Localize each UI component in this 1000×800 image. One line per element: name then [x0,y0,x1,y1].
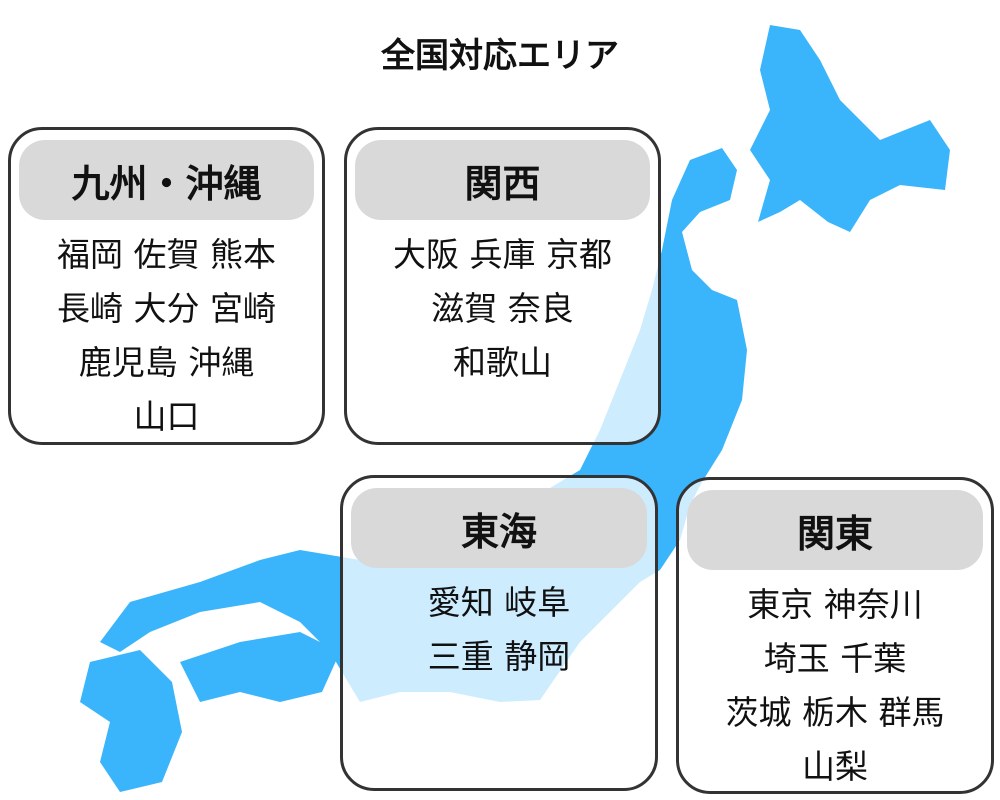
prefecture-line: 三重 静岡 [427,637,571,676]
region-card-tokai: 東海 愛知 岐阜 三重 静岡 [340,475,658,791]
region-header: 関西 [355,140,650,220]
region-header: 関東 [687,490,983,570]
prefecture-line: 福岡 佐賀 熊本 [57,235,276,274]
prefecture-line: 和歌山 [453,343,552,382]
region-header: 九州・沖縄 [19,140,314,220]
prefecture-line: 山口 [133,397,200,436]
region-card-kanto: 関東 東京 神奈川 埼玉 千葉 茨城 栃木 群馬 山梨 [676,477,994,794]
prefecture-line: 愛知 岐阜 [427,583,571,622]
prefecture-line: 大阪 兵庫 京都 [393,235,612,274]
region-header: 東海 [351,488,647,568]
page-title: 全国対応エリア [381,36,619,76]
shikoku-shape [180,632,340,702]
prefecture-line: 山梨 [802,747,868,786]
prefecture-line: 滋賀 奈良 [431,289,574,328]
prefecture-line: 茨城 栃木 群馬 [725,693,945,732]
prefecture-line: 鹿児島 沖縄 [78,343,255,382]
region-card-kansai: 関西 大阪 兵庫 京都 滋賀 奈良 和歌山 [344,127,661,445]
region-card-kyushu: 九州・沖縄 福岡 佐賀 熊本 長崎 大分 宮崎 鹿児島 沖縄 山口 [8,127,325,445]
prefecture-line: 埼玉 千葉 [763,639,907,678]
prefecture-line: 長崎 大分 宮崎 [57,289,276,328]
kyushu-shape [80,650,182,792]
hokkaido-shape [750,25,950,232]
prefecture-line: 東京 神奈川 [747,585,923,624]
